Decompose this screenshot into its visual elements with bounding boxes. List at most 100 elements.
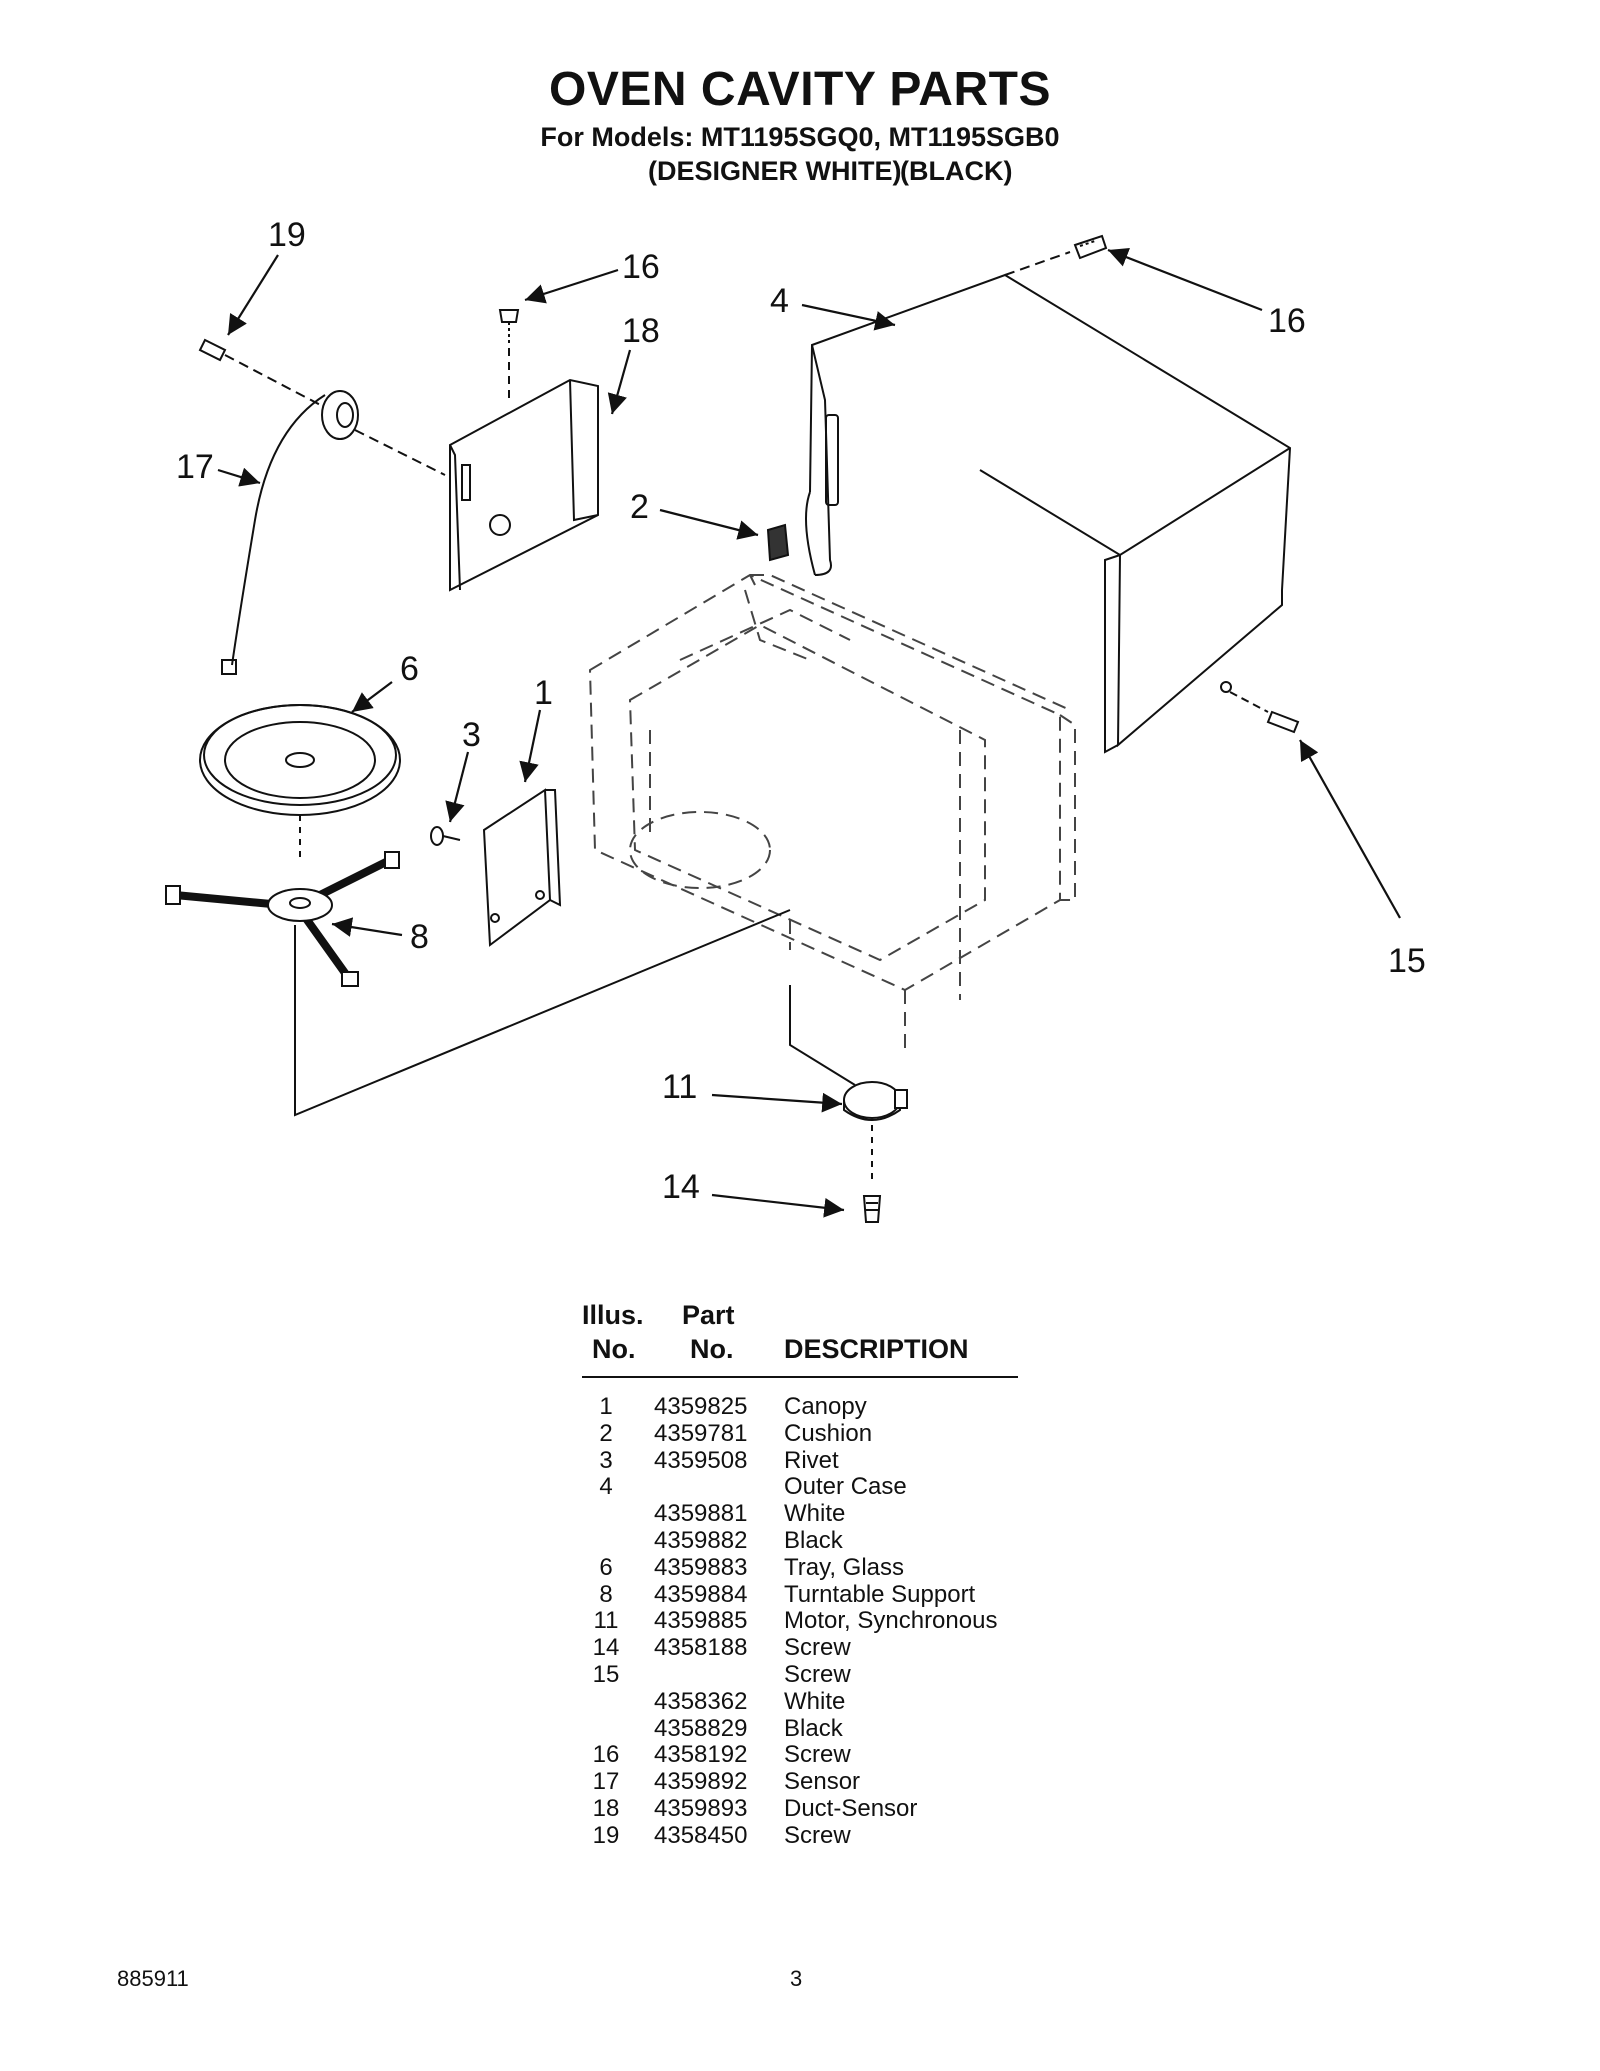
callout-2: 2 (630, 488, 649, 526)
part-no-cell: 4359881 (654, 1500, 748, 1528)
header-part-line2: No. (690, 1334, 734, 1364)
header-description: DESCRIPTION (784, 1334, 969, 1364)
description-cell: Cushion (784, 1419, 873, 1447)
callout-16-right: 16 (1268, 302, 1306, 340)
illus-no-cell: 4 (599, 1473, 613, 1501)
table-row: 18 4359893 Duct-Sensor (582, 1794, 1022, 1823)
leader-lines (217, 247, 1401, 1218)
screw-14 (862, 1195, 882, 1223)
callout-6: 6 (400, 650, 419, 688)
table-row: 17 4359892 Sensor (582, 1769, 1022, 1796)
screw-16-mid (498, 309, 520, 400)
part-no-cell: 4359893 (654, 1794, 748, 1822)
part-no-cell: 4359508 (654, 1446, 748, 1474)
part-no-cell: 4359884 (654, 1580, 748, 1608)
callout-labels: 19 16 18 4 16 17 2 6 1 3 8 15 11 14 (176, 216, 1426, 1206)
duct-sensor-part (449, 378, 599, 592)
illus-no-cell: 16 (592, 1741, 620, 1769)
synchronous-motor-part (843, 1081, 908, 1185)
callout-16-mid: 16 (622, 248, 660, 286)
table-row: 14 4358188 Screw (582, 1635, 1022, 1662)
description-cell: White (784, 1500, 846, 1528)
callout-15: 15 (1388, 942, 1426, 980)
table-row: 4358362 White (582, 1687, 1022, 1716)
description-cell: Sensor (784, 1768, 861, 1796)
description-cell: Canopy (784, 1393, 867, 1420)
illus-no-cell: 2 (599, 1419, 613, 1447)
sensor-part (221, 390, 359, 675)
callout-17: 17 (176, 448, 214, 486)
callout-19: 19 (268, 216, 306, 254)
table-row: 1 4359825 Canopy (582, 1394, 1022, 1421)
part-no-cell: 4359825 (654, 1393, 748, 1420)
model-list: For Models: MT1195SGQ0, MT1195SGB0 (540, 122, 1060, 152)
turntable-support-part (165, 851, 400, 987)
screw-19 (198, 338, 446, 476)
variant-black-label: (BLACK) (900, 156, 1013, 186)
screw-16-right (1004, 234, 1108, 276)
table-row: 4359881 White (582, 1501, 1022, 1528)
table-row: 4358829 Black (582, 1714, 1022, 1743)
part-no-cell: 4359892 (654, 1768, 748, 1796)
description-cell: Black (784, 1714, 843, 1742)
rivet-part (430, 826, 461, 846)
part-no-cell: 4358192 (654, 1741, 748, 1769)
table-row: 3 4359508 Rivet (582, 1446, 1022, 1475)
exploded-parts-diagram: 19 16 18 4 16 17 2 6 1 3 8 15 11 14 (165, 216, 1426, 1223)
header-part-line1: Part (682, 1300, 735, 1330)
parts-table-header: Illus. No. Part No. DESCRIPTION (582, 1300, 1022, 1372)
part-no-cell: 4358829 (654, 1714, 748, 1742)
illus-no-cell: 18 (592, 1794, 620, 1822)
description-cell: Turntable Support (784, 1580, 976, 1608)
part-no-cell: 4359882 (654, 1526, 748, 1554)
part-no-cell: 4358450 (654, 1821, 748, 1849)
part-no-cell: 4359781 (654, 1419, 748, 1447)
part-no-cell: 4358188 (654, 1634, 748, 1662)
table-row: 6 4359883 Tray, Glass (582, 1553, 1022, 1582)
description-cell: Tray, Glass (784, 1553, 905, 1581)
callout-4: 4 (770, 282, 789, 320)
table-row: 11 4359885 Motor, Synchronous (582, 1608, 1022, 1635)
variant-white-label: (DESIGNER WHITE) (648, 156, 902, 186)
glass-tray-part (199, 704, 401, 860)
document-number: 885911 (117, 1966, 189, 1991)
description-cell: Rivet (784, 1446, 839, 1474)
description-cell: Screw (784, 1741, 851, 1769)
illus-no-cell: 1 (599, 1393, 613, 1420)
page-title: OVEN CAVITY PARTS (549, 63, 1051, 116)
callout-3: 3 (462, 716, 481, 754)
callout-1: 1 (534, 674, 553, 712)
part-no-cell: 4358362 (654, 1687, 748, 1715)
part-no-cell: 4359885 (654, 1607, 748, 1635)
parts-table-rows: 1 4359825 Canopy 2 4359781 Cushion 3 4359508 Riv… (582, 1394, 1022, 1850)
illus-no-cell: 15 (592, 1660, 620, 1688)
part-no-cell: 4359883 (654, 1553, 748, 1581)
illus-no-cell: 14 (592, 1634, 620, 1662)
description-cell: White (784, 1687, 846, 1715)
page-number: 3 (790, 1966, 803, 1991)
table-row: 19 4358450 Screw (582, 1821, 1022, 1850)
callout-8: 8 (410, 918, 429, 956)
description-cell: Outer Case (784, 1473, 907, 1501)
illus-no-cell: 6 (599, 1553, 613, 1581)
illus-no-cell: 11 (593, 1607, 619, 1635)
table-row: 2 4359781 Cushion (582, 1419, 1022, 1448)
illus-no-cell: 19 (592, 1821, 620, 1849)
oven-cavity-frame (588, 573, 1076, 1050)
description-cell: Duct-Sensor (784, 1794, 918, 1822)
illus-no-cell: 8 (599, 1580, 613, 1608)
description-cell: Screw (784, 1821, 851, 1849)
illus-no-cell: 17 (592, 1768, 620, 1796)
illus-no-cell: 3 (599, 1446, 613, 1474)
table-row: 8 4359884 Turntable Support (582, 1580, 1022, 1609)
header-rule (582, 1376, 1018, 1378)
description-cell: Motor, Synchronous (784, 1607, 998, 1635)
canopy-part (482, 788, 562, 947)
description-cell: Screw (784, 1634, 851, 1662)
callout-14: 14 (662, 1168, 700, 1206)
outer-case-part (805, 273, 1292, 754)
callout-11: 11 (662, 1068, 697, 1106)
table-row: 16 4358192 Screw (582, 1742, 1022, 1769)
